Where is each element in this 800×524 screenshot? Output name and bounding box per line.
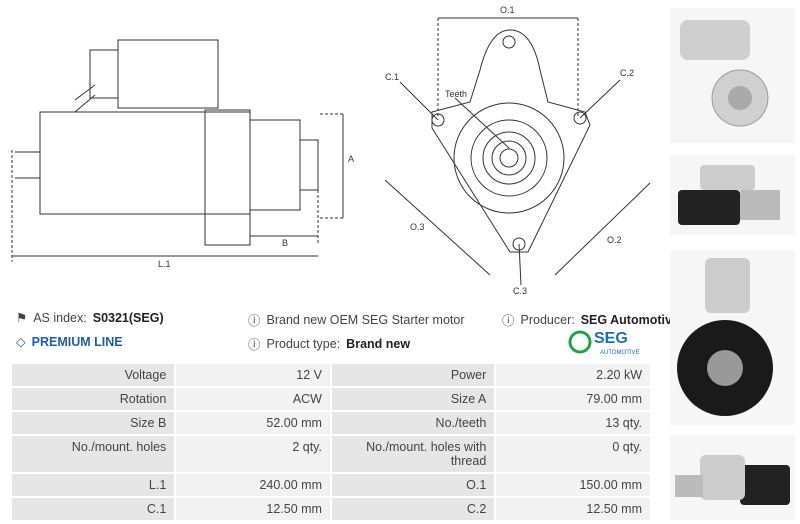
label-o3: O.3 [410, 222, 425, 232]
label-c2: C.2 [620, 68, 634, 78]
svg-text:AUTOMOTIVE: AUTOMOTIVE [600, 350, 640, 356]
info-icon: ⓘ [248, 314, 261, 328]
spec-label: O.1 [331, 474, 495, 496]
spec-value: 2 qty. [176, 436, 330, 472]
spec-label: No./teeth [331, 412, 495, 434]
label-o2: O.2 [607, 235, 622, 245]
spec-value: 240.00 mm [176, 474, 330, 496]
producer: ⓘ Producer: SEG Automotive [502, 310, 679, 329]
front-view-drawing [384, 17, 651, 286]
spec-label: Rotation [12, 388, 175, 410]
label-o1: O.1 [500, 5, 515, 15]
label-teeth: Teeth [445, 89, 467, 99]
spec-value: 150.00 mm [496, 474, 650, 496]
diamond-icon: ◇ [16, 335, 26, 349]
tag-icon: ⚑ [16, 311, 28, 325]
svg-text:SEG: SEG [594, 330, 628, 347]
spec-label: Size B [12, 412, 175, 434]
spec-label: No./mount. holes with thread [331, 436, 495, 472]
label-a: A [348, 154, 354, 164]
spec-label: C.2 [331, 498, 495, 520]
info-icon: ⓘ [248, 338, 261, 352]
technical-drawing: O.1 C.1 C.2 Teeth O.3 O.2 C.3 A B L.1 [11, 5, 651, 296]
spec-value: 13 qty. [496, 412, 650, 434]
spec-value: ACW [176, 388, 330, 410]
spec-value: 79.00 mm [496, 388, 650, 410]
spec-value: 12 V [176, 364, 330, 386]
product-photo-1 [670, 8, 795, 143]
spec-label: L.1 [12, 474, 175, 496]
seg-logo: SEG AUTOMOTIVE [568, 330, 640, 356]
label-b: B [282, 238, 288, 248]
spec-value: 12.50 mm [496, 498, 650, 520]
spec-label: Power [331, 364, 495, 386]
label-c3: C.3 [513, 286, 527, 296]
label-l1: L.1 [158, 259, 171, 269]
premium-line: ◇ PREMIUM LINE [16, 334, 123, 350]
product-type: ⓘ Product type: Brand new [248, 334, 410, 353]
product-photo-4 [670, 435, 795, 520]
side-view-drawing [11, 39, 345, 262]
spec-value: 52.00 mm [176, 412, 330, 434]
product-photo-2 [670, 155, 795, 235]
spec-label: No./mount. holes [12, 436, 175, 472]
spec-value: 2.20 kW [496, 364, 650, 386]
product-photos [670, 8, 795, 520]
spec-value: 12.50 mm [176, 498, 330, 520]
spec-label: Size A [331, 388, 495, 410]
product-photo-3 [670, 250, 795, 425]
spec-value: 0 qty. [496, 436, 650, 472]
info-icon: ⓘ [502, 314, 515, 328]
description: ⓘ Brand new OEM SEG Starter motor [248, 310, 465, 329]
label-c1: C.1 [385, 72, 399, 82]
spec-label: Voltage [12, 364, 175, 386]
spec-label: C.1 [12, 498, 175, 520]
as-index: ⚑ AS index: S0321(SEG) [16, 310, 164, 326]
